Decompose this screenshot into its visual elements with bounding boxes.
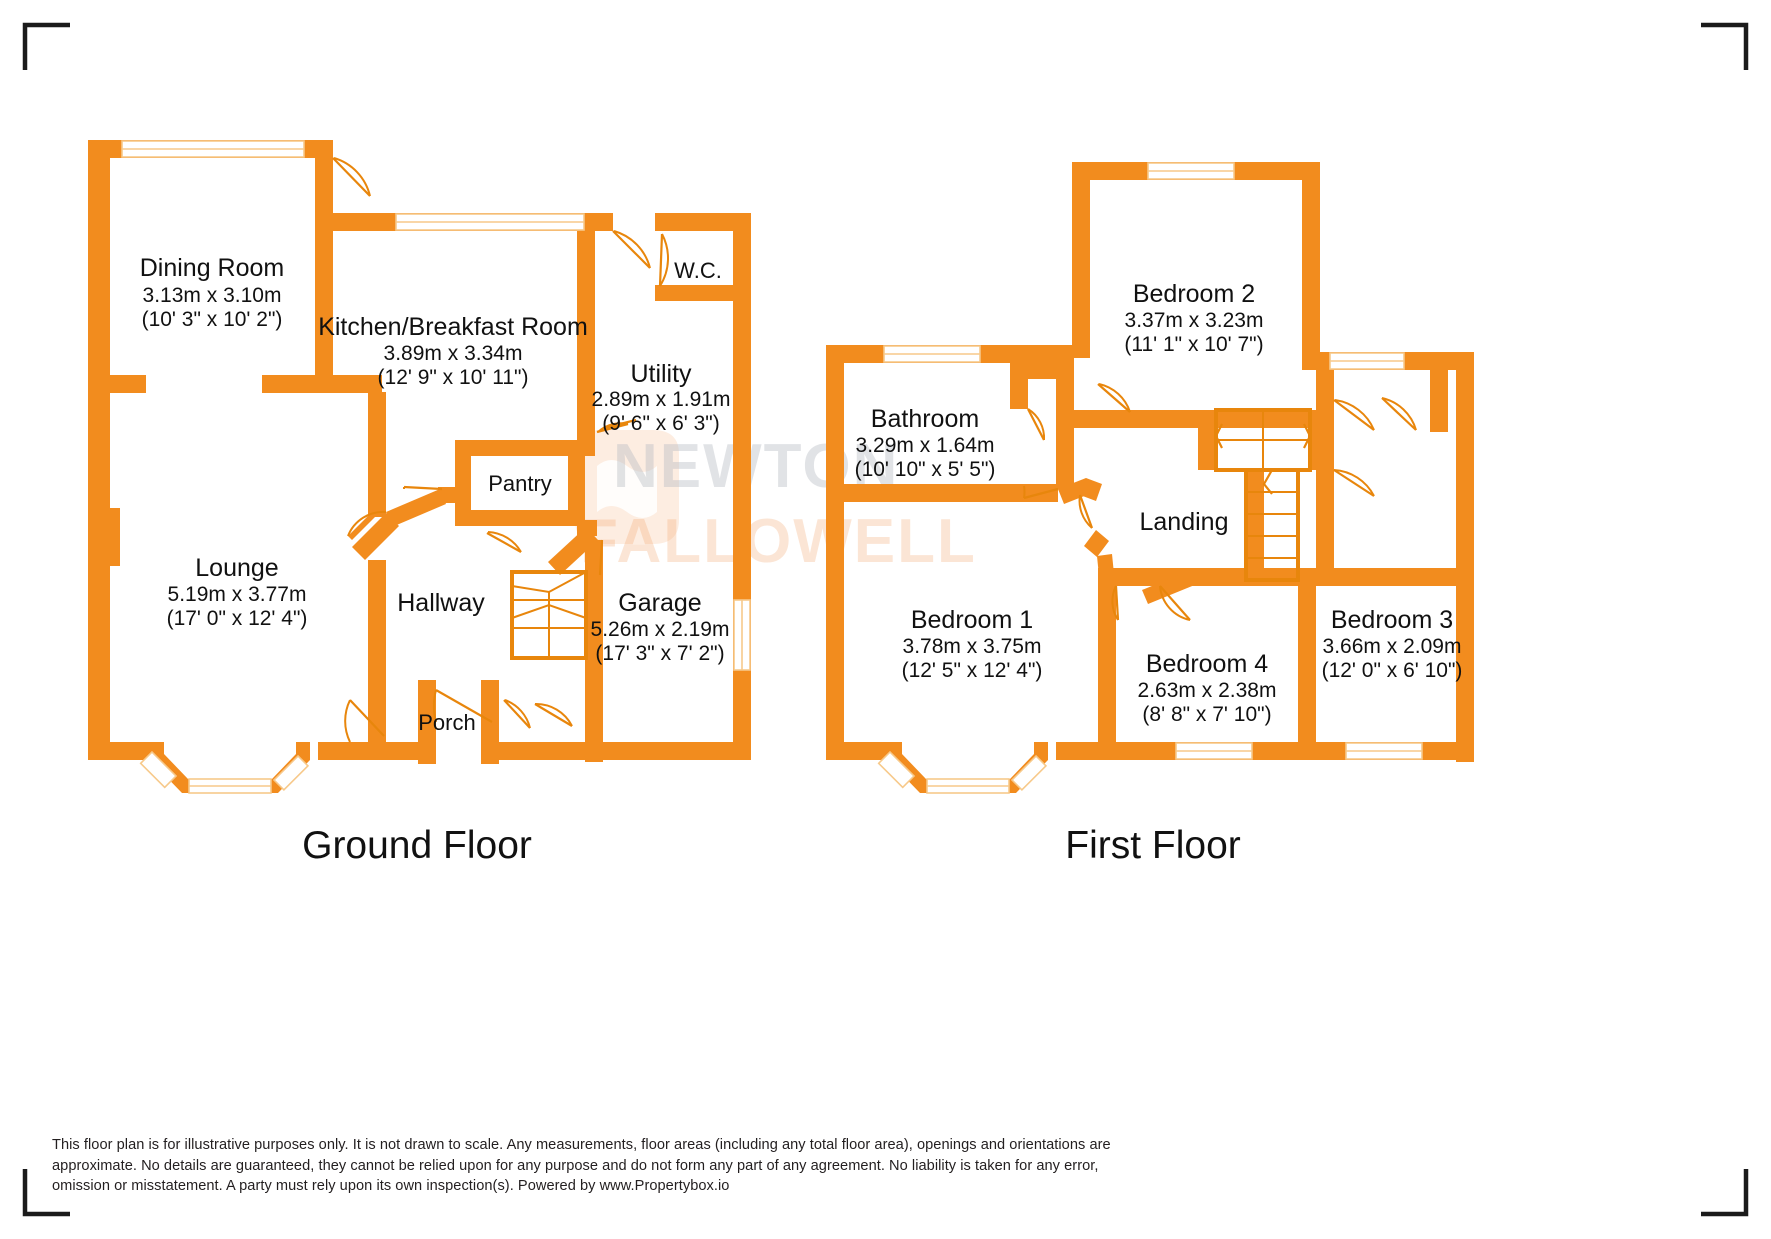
- room-label-garage: Garage: [618, 589, 701, 617]
- room-dim-utility-imperial: (9' 6" x 6' 3"): [602, 412, 719, 435]
- room-dim-bedroom-1-metric: 3.78m x 3.75m: [903, 635, 1042, 658]
- ground-floor-doors: [332, 157, 669, 743]
- room-dim-bedroom-3-metric: 3.66m x 2.09m: [1323, 635, 1462, 658]
- watermark-line-2: FALLOWELL: [580, 507, 977, 576]
- room-dim-garage-imperial: (17' 3" x 7' 2"): [595, 642, 724, 665]
- room-dim-dining-room-metric: 3.13m x 3.10m: [143, 284, 282, 307]
- crop-marks: [22, 22, 1749, 1217]
- room-dim-utility-metric: 2.89m x 1.91m: [592, 388, 731, 411]
- room-label-utility: Utility: [630, 360, 692, 388]
- ground-floor-walls: [88, 140, 751, 794]
- room-dim-bedroom-4-imperial: (8' 8" x 7' 10"): [1142, 703, 1271, 726]
- room-dim-bedroom-3-imperial: (12' 0" x 6' 10"): [1322, 659, 1463, 682]
- floor-title-ground: Ground Floor: [302, 824, 532, 867]
- first-floor-walls: [826, 162, 1474, 794]
- room-dim-bathroom-metric: 3.29m x 1.64m: [856, 434, 995, 457]
- room-label-bedroom-1: Bedroom 1: [911, 606, 1033, 634]
- ground-floor-labels: Dining Room 3.13m x 3.10m (10' 3" x 10' …: [140, 254, 731, 735]
- ground-floor-plan: Dining Room 3.13m x 3.10m (10' 3" x 10' …: [88, 140, 751, 867]
- room-dim-bedroom-2-metric: 3.37m x 3.23m: [1125, 309, 1264, 332]
- room-label-dining-room: Dining Room: [140, 254, 285, 282]
- disclaimer-text: This floor plan is for illustrative purp…: [52, 1137, 1111, 1195]
- room-label-pantry: Pantry: [488, 471, 552, 496]
- room-dim-bedroom-2-imperial: (11' 1" x 10' 7"): [1124, 333, 1263, 356]
- room-label-porch: Porch: [418, 710, 475, 735]
- room-label-bathroom: Bathroom: [871, 405, 979, 433]
- room-dim-bathroom-imperial: (10' 10" x 5' 5"): [855, 458, 996, 481]
- first-floor-doors: [1023, 383, 1417, 621]
- room-label-landing: Landing: [1140, 508, 1229, 536]
- room-label-bedroom-3: Bedroom 3: [1331, 606, 1453, 634]
- room-label-kitchen-breakfast-room: Kitchen/Breakfast Room: [318, 313, 588, 341]
- floor-title-first: First Floor: [1065, 824, 1241, 867]
- room-dim-kitchen-imperial: (12' 9" x 10' 11"): [378, 366, 529, 389]
- room-label-bedroom-2: Bedroom 2: [1133, 280, 1255, 308]
- room-dim-dining-room-imperial: (10' 3" x 10' 2"): [142, 308, 283, 331]
- room-dim-kitchen-metric: 3.89m x 3.34m: [384, 342, 523, 365]
- first-floor-staircase: [1214, 408, 1312, 582]
- room-dim-garage-metric: 5.26m x 2.19m: [591, 618, 730, 641]
- room-label-wc: W.C.: [674, 258, 722, 283]
- room-dim-bedroom-4-metric: 2.63m x 2.38m: [1138, 679, 1277, 702]
- room-label-lounge: Lounge: [195, 554, 278, 582]
- room-label-hallway: Hallway: [397, 589, 485, 617]
- room-dim-lounge-imperial: (17' 0" x 12' 4"): [167, 607, 308, 630]
- ground-floor-staircase: [510, 570, 588, 660]
- room-label-bedroom-4: Bedroom 4: [1146, 650, 1268, 678]
- room-dim-bedroom-1-imperial: (12' 5" x 12' 4"): [902, 659, 1043, 682]
- first-floor-labels: Bedroom 2 3.37m x 3.23m (11' 1" x 10' 7"…: [855, 280, 1463, 726]
- first-floor-plan: Bedroom 2 3.37m x 3.23m (11' 1" x 10' 7"…: [826, 162, 1474, 867]
- room-dim-lounge-metric: 5.19m x 3.77m: [168, 583, 307, 606]
